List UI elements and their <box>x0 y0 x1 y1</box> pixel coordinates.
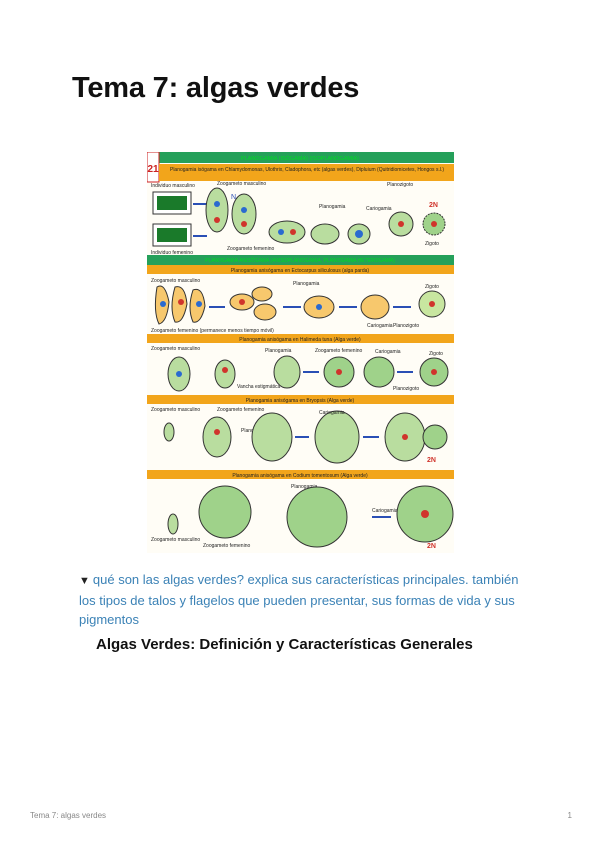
label-planozigoto-3: Planozigoto <box>393 386 419 392</box>
label-zoogameto-masculino-3: Zoogameto masculino <box>151 346 200 352</box>
band-anisogama-header <box>147 255 454 265</box>
label-cariogamia-3: Cariogamia <box>375 349 401 355</box>
band-label: Planogamia anisógama en Codium tomentosu… <box>232 473 368 479</box>
label-n: N <box>231 194 236 201</box>
label-cariogamia-4: Cariogamia <box>319 410 345 416</box>
label-planogamia-2: Planogamia <box>293 281 320 287</box>
band-codium <box>147 470 454 479</box>
label-zigoto-2: Zigoto <box>425 284 439 290</box>
page-number: 1 <box>567 811 572 820</box>
label-individuo-masculino: Individuo masculino <box>151 183 195 189</box>
band-isogama-header <box>147 152 454 163</box>
label-individuo-femenino: Individuo femenino <box>151 250 193 256</box>
label-zoogameto-femenino-5: Zoogameto femenino <box>203 543 250 549</box>
band-label: Planogamia anisógama en Ectocarpus silic… <box>231 268 369 274</box>
label-2n-5: 2N <box>427 543 436 550</box>
label-vancha: Vancha estigmática <box>237 384 280 390</box>
label-zoogameto-femenino-3: Zoogameto femenino <box>315 348 362 354</box>
toggle-block[interactable]: ▼qué son las algas verdes? explica sus c… <box>79 570 519 629</box>
band-ectocarpus <box>147 265 454 274</box>
planogamia-diagram: PLANOGAMIA (ISÓGAMA) (ISOPLANOGAMIA) 21 … <box>147 152 454 550</box>
toggle-text[interactable]: qué son las algas verdes? explica sus ca… <box>79 572 519 627</box>
label-cariogamia-2: Cariogamia <box>367 323 393 329</box>
label-cariogamia: Cariogamia <box>366 206 392 212</box>
footer-title: Tema 7: algas verdes <box>30 811 107 820</box>
page-title: Tema 7: algas verdes <box>72 72 360 104</box>
band-halimeda <box>147 334 454 343</box>
label-zoogameto-femenino-mov: Zoogameto femenino (permanece menos tiem… <box>151 328 274 334</box>
label-zoogameto-masculino-5: Zoogameto masculino <box>151 537 200 543</box>
algae-reproduction-figure: PLANOGAMIA (ISÓGAMA) (ISOPLANOGAMIA) 21 … <box>147 152 454 553</box>
corner-number: 21 <box>147 164 159 175</box>
label-zoogameto-femenino-4: Zoogameto femenino <box>217 407 264 413</box>
label-planogamia: Planogamia <box>319 204 346 210</box>
band-isogama-chlamy <box>159 164 454 181</box>
band-label: Planogamia anisógama en Halimeda tuna (A… <box>239 337 361 343</box>
label-planozigoto-2: Planozigoto <box>393 323 419 329</box>
label-zigoto-3: Zigoto <box>429 351 443 357</box>
label-planogamia-5: Planogamia <box>291 484 318 490</box>
label-zoogameto-femenino: Zoogameto femenino <box>227 246 274 252</box>
label-2n: 2N <box>429 202 438 209</box>
band-label: Planogamia isógama en Chlamydomonas, Ulo… <box>170 167 444 173</box>
label-zoogameto-masculino-4: Zoogameto masculino <box>151 407 200 413</box>
band-label: PLANOGAMIA (ISÓGAMA) (ISOPLANOGAMIA) <box>241 155 359 162</box>
label-planozigoto: Planozigoto <box>387 182 413 188</box>
label-zoogameto-masculino-2: Zoogameto masculino <box>151 278 200 284</box>
label-zigoto: Zigoto <box>425 241 439 247</box>
section-heading: Algas Verdes: Definición y Característic… <box>96 636 473 653</box>
label-2n-4: 2N <box>427 457 436 464</box>
band-label: PLANOGAMIA ANISÓGAMA (ANISOPLANOGAMIA, P… <box>205 257 395 264</box>
label-cariogamia-5: Cariogamia <box>372 508 398 514</box>
band-bryopsis <box>147 395 454 404</box>
label-planogamia-3: Planogamia <box>265 348 292 354</box>
band-label: Planogamia anisógama en Bryopsis (Alga v… <box>246 398 355 404</box>
label-zoogameto-masculino: Zoogameto masculino <box>217 181 266 187</box>
toggle-triangle-icon[interactable]: ▼ <box>79 575 90 587</box>
